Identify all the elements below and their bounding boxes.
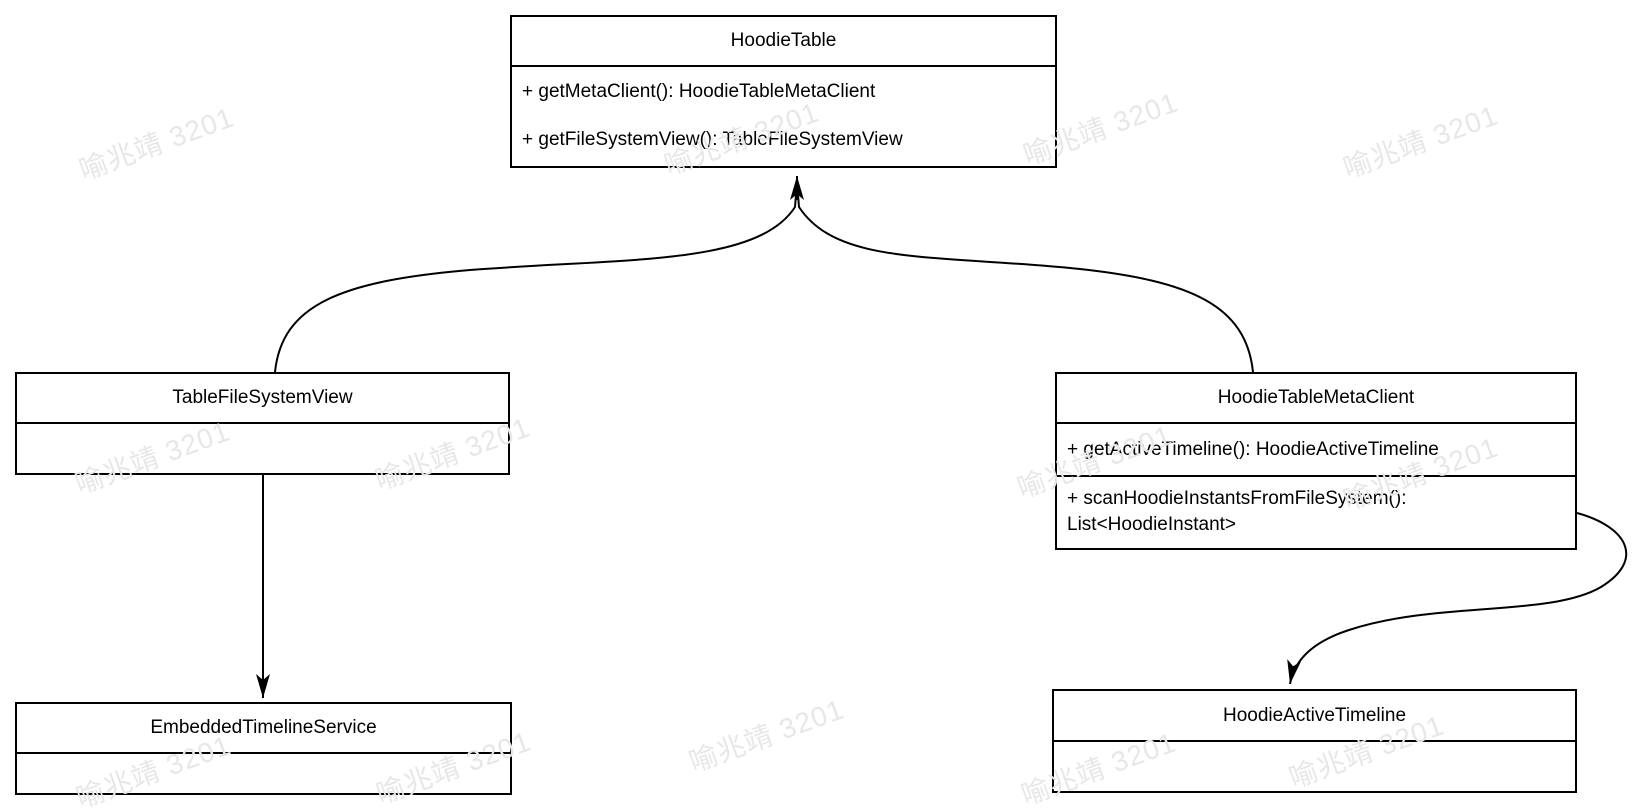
watermark-text: 喻兆靖 3201 bbox=[1339, 99, 1503, 184]
empty-compartment bbox=[17, 422, 508, 471]
methods-compartment: + getActiveTimeline(): HoodieActiveTimel… bbox=[1057, 422, 1575, 475]
method-get-meta-client: + getMetaClient(): HoodieTableMetaClient bbox=[522, 80, 876, 102]
class-box-hoodie-table-meta-client: HoodieTableMetaClient + getActiveTimelin… bbox=[1055, 372, 1577, 550]
edge-hoodietablemetaclient-to-hoodietable bbox=[796, 181, 1254, 373]
watermark-text: 喻兆靖 3201 bbox=[75, 101, 239, 186]
class-title-hoodie-active-timeline: HoodieActiveTimeline bbox=[1222, 704, 1407, 726]
class-box-table-file-system-view: TableFileSystemView bbox=[15, 372, 510, 475]
class-title-table-file-system-view: TableFileSystemView bbox=[172, 387, 353, 408]
watermark-text: 喻兆靖 3201 bbox=[685, 693, 849, 778]
edge-tablefilesystemview-to-hoodietable bbox=[274, 181, 798, 373]
class-box-hoodie-active-timeline: HoodieActiveTimeline bbox=[1052, 689, 1577, 793]
class-title-hoodie-table: HoodieTable bbox=[730, 30, 837, 51]
method-get-file-system-view: + getFileSystemView(): TableFileSystemVi… bbox=[522, 129, 903, 151]
method-get-active-timeline: + getActiveTimeline(): HoodieActiveTimel… bbox=[1067, 439, 1439, 460]
class-box-embedded-timeline-service: EmbeddedTimelineService bbox=[15, 702, 512, 795]
methods-compartment: + getMetaClient(): HoodieTableMetaClient… bbox=[512, 65, 1055, 164]
methods-compartment: + scanHoodieInstantsFromFileSystem(): Li… bbox=[1057, 475, 1575, 546]
empty-compartment bbox=[17, 752, 510, 791]
class-title-hoodie-table-meta-client: HoodieTableMetaClient bbox=[1217, 387, 1415, 408]
class-title-embedded-timeline-service: EmbeddedTimelineService bbox=[150, 717, 377, 738]
method-scan-hoodie-instants: + scanHoodieInstantsFromFileSystem(): Li… bbox=[1067, 487, 1407, 535]
class-box-hoodie-table: HoodieTable + getMetaClient(): HoodieTab… bbox=[510, 15, 1057, 168]
empty-compartment bbox=[1054, 740, 1575, 789]
